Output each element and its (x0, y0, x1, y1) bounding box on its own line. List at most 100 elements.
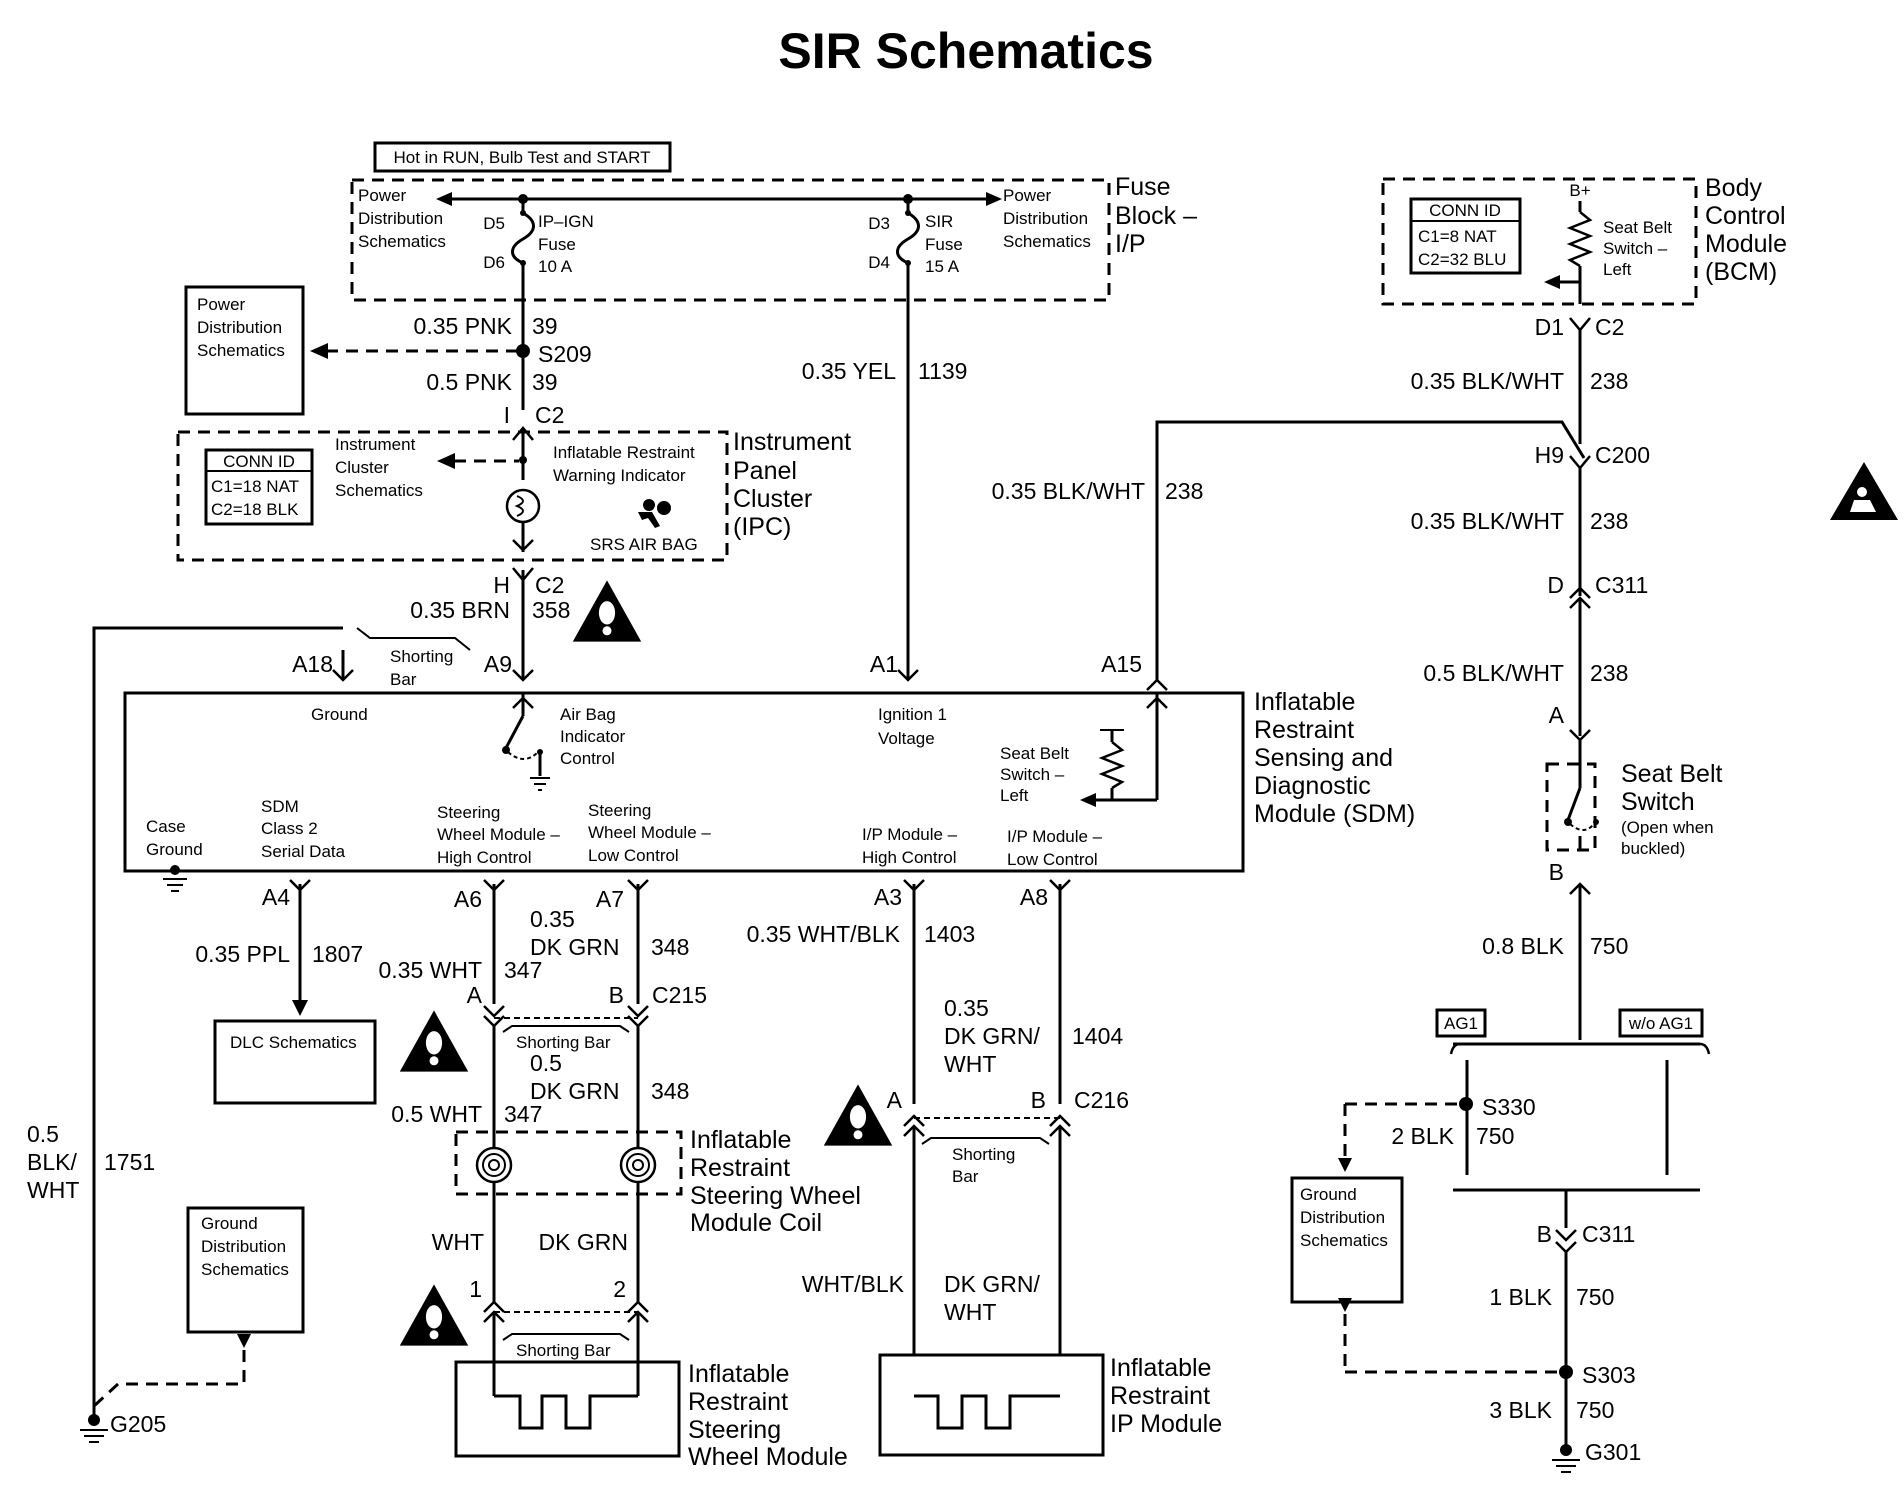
sdm-ipm-high: I/P Module – High Control (862, 825, 962, 867)
dlc-box (213, 1019, 377, 1105)
hot-label: Hot in RUN, Bulb Test and START (394, 148, 651, 167)
wire-1807-circuit: 1807 (312, 941, 363, 967)
wire-238a-gauge: 0.35 BLK/WHT (1411, 368, 1564, 394)
wo-ag1-label: w/o AG1 (1628, 1014, 1693, 1033)
wire-348a-gauge: 0.35 DK GRN (530, 906, 619, 960)
fuse2-name: SIR Fuse 15 A (925, 212, 968, 276)
steering-wheel-circuit: 0.35 WHT 347 0.35 DK GRN 348 A B C215 Sh… (378, 879, 868, 1471)
wire-1807-gauge: 0.35 PPL (195, 941, 290, 967)
warning-icon (399, 1284, 469, 1346)
pin-a6: A6 (454, 886, 482, 912)
coil-outline (454, 1130, 683, 1196)
wire-750b-gauge: 2 BLK (1391, 1123, 1454, 1149)
fuse2-out-pin: D4 (868, 253, 890, 272)
c200-conn: C200 (1595, 442, 1650, 468)
splice-s209-dot (516, 344, 530, 358)
c2-bot-conn: C2 (535, 572, 564, 598)
bcm-switch-label: Seat Belt Switch – Left (1603, 218, 1677, 279)
splice-s330-dot (1459, 1097, 1473, 1111)
c215-conn: C215 (652, 982, 707, 1008)
wire-750b-circuit: 750 (1476, 1123, 1514, 1149)
seat-pin-b: B (1549, 859, 1564, 885)
splice-s303-dot (1559, 1365, 1573, 1379)
wire-wht: WHT (432, 1229, 484, 1255)
bcm-conn-pin: D1 (1535, 314, 1564, 340)
c216-pin-b: B (1031, 1087, 1046, 1113)
c311-bot-pin: B (1537, 1221, 1552, 1247)
bcm-conn-title: CONN ID (1429, 201, 1501, 220)
wire-750c-gauge: 1 BLK (1489, 1284, 1552, 1310)
wire-1751-circuit: 1751 (104, 1149, 155, 1175)
ipm-box (878, 1353, 1105, 1457)
case-ground-icon (163, 865, 187, 892)
wire-238b-gauge: 0.35 BLK/WHT (1411, 508, 1564, 534)
bcm-bplus: B+ (1569, 181, 1590, 200)
sdm-name: Inflatable Restraint Sensing and Diagnos… (1254, 688, 1415, 828)
wire-1403-gauge: 0.35 WHT/BLK (747, 921, 901, 947)
wire-238c-gauge: 0.5 BLK/WHT (1423, 660, 1564, 686)
wire-347b-circuit: 347 (504, 1101, 542, 1127)
wire-dkgrn: DK GRN (539, 1229, 628, 1255)
wire-39b-gauge: 0.5 PNK (426, 369, 512, 395)
ag1-box (1435, 1008, 1487, 1038)
shorting-bar-c215: Shorting Bar (516, 1033, 611, 1052)
wire-1751-gauge: 0.5 BLK/ WHT (27, 1121, 83, 1203)
sdm-swm-high: Steering Wheel Module – High Control (437, 803, 565, 867)
wire-dkgrnwht: DK GRN/ WHT (944, 1271, 1046, 1325)
sw-pin-1: 1 (469, 1276, 482, 1302)
c311-top-pin: D (1547, 572, 1564, 598)
seat-switch-name: Seat Belt Switch (1621, 760, 1729, 816)
airbag-person-icon (638, 499, 671, 528)
ground-g205: G205 (110, 1411, 166, 1437)
c311-bot-conn: C311 (1582, 1221, 1635, 1247)
dlc-label: DLC Schematics (230, 1033, 357, 1052)
warning-icon (572, 580, 642, 642)
ipm-name: Inflatable Restraint IP Module (1110, 1354, 1222, 1438)
ipc-conn-ids: C1=18 NAT C2=18 BLK (211, 477, 303, 519)
wire-750c-circuit: 750 (1576, 1284, 1614, 1310)
c216-conn: C216 (1074, 1087, 1129, 1113)
sw-pin-2: 2 (613, 1276, 626, 1302)
sdm-outline (123, 691, 1245, 873)
pds-box: Power Distribution Schematics (184, 285, 519, 416)
circuit-1807: 0.35 PPL 1807 DLC Schematics (195, 879, 377, 1105)
ipc-warning-label: Inflatable Restraint Warning Indicator (553, 443, 699, 485)
shorting-bar-label: Shorting Bar (390, 647, 458, 689)
c216-pin-a: A (887, 1087, 903, 1113)
sdm-ign: Ignition 1 Voltage (878, 705, 952, 748)
pin-a7: A7 (596, 886, 624, 912)
gds-right-box (1290, 1176, 1404, 1304)
wire-1139-circuit: 1139 (918, 358, 967, 384)
sdm-module: A18 A9 A1 A15 Ground Air Bag Indicator C… (123, 650, 1415, 912)
ip-module-circuit: 0.35 WHT/BLK 1403 0.35 DK GRN/ WHT 1404 … (747, 879, 1222, 1457)
wire-238c-circuit: 238 (1590, 660, 1628, 686)
ipc-name: Instrument Panel Cluster (IPC) (733, 428, 858, 541)
indicator-bulb-icon (505, 488, 541, 524)
wo-ag1-box (1618, 1008, 1704, 1038)
c2-top-conn: C2 (535, 402, 564, 428)
coil-name: Inflatable Restraint Steering Wheel Modu… (690, 1126, 868, 1237)
fuse2-in-pin: D3 (868, 214, 890, 233)
wire-750a-gauge: 0.8 BLK (1482, 933, 1564, 959)
shorting-bar-sw: Shorting Bar (516, 1341, 611, 1360)
c215-pin-b: B (609, 982, 624, 1008)
bcm-conn-name: C2 (1595, 314, 1624, 340)
wire-348b-circuit: 348 (651, 1078, 689, 1104)
ground-g301-icon (1552, 1444, 1580, 1473)
circuit-39-358: 0.35 PNK 39 S209 0.5 PNK 39 I C2 H C2 0.… (356, 263, 592, 689)
gds-left-box (186, 1206, 305, 1334)
sdm-ipm-low: I/P Module – Low Control (1007, 827, 1107, 869)
c2-top-pin: I (504, 402, 510, 428)
wire-347a-circuit: 347 (504, 957, 542, 983)
pin-a4: A4 (262, 884, 290, 910)
c215-pin-a: A (467, 982, 483, 1008)
ground-g301: G301 (1585, 1439, 1641, 1465)
c200-pin: H9 (1535, 442, 1564, 468)
ipc-module: CONN ID C1=18 NAT C2=18 BLK Instrument C… (176, 428, 858, 562)
wire-238a-circuit: 238 (1590, 368, 1628, 394)
seat-switch-note: (Open when buckled) (1621, 818, 1718, 858)
pin-a8: A8 (1020, 884, 1048, 910)
wire-358-circuit: 358 (532, 597, 570, 623)
gds-right-label: Ground Distribution Schematics (1300, 1185, 1390, 1250)
